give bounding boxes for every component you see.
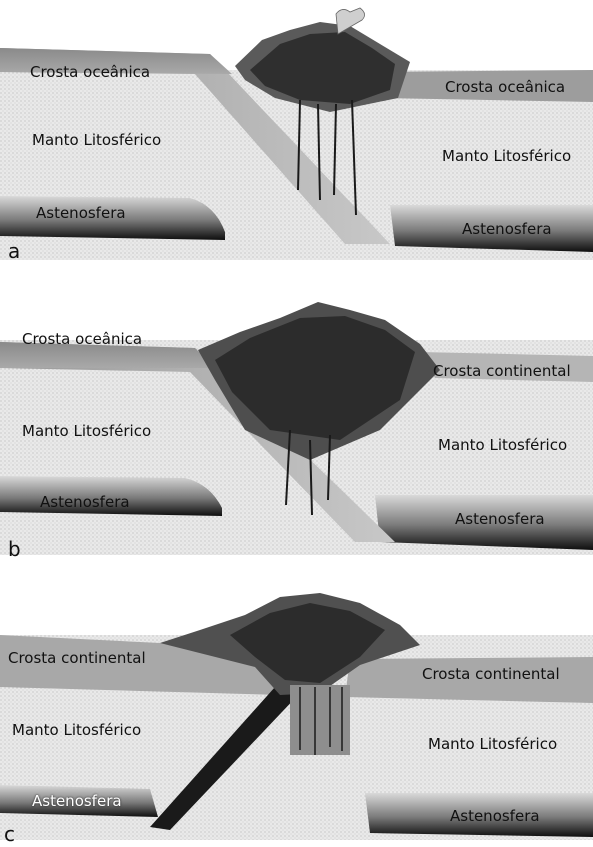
suture-zone — [290, 685, 350, 755]
label-right-crust: Crosta continental — [422, 665, 560, 683]
label-left-crust: Crosta oceânica — [22, 330, 142, 348]
label-left-mantle: Manto Litosférico — [32, 131, 161, 149]
label-left-asthenosphere: Astenosfera — [32, 792, 122, 810]
label-right-mantle: Manto Litosférico — [438, 436, 567, 454]
label-left-crust: Crosta continental — [8, 649, 146, 667]
panel-letter: b — [8, 538, 21, 560]
label-right-asthenosphere: Astenosfera — [450, 807, 540, 825]
label-left-asthenosphere: Astenosfera — [36, 204, 126, 222]
label-right-asthenosphere: Astenosfera — [462, 220, 552, 238]
panel-letter: a — [8, 240, 20, 262]
panel-b: Crosta oceânica Crosta continental Manto… — [0, 280, 593, 565]
panel-letter: c — [4, 823, 15, 845]
label-right-mantle: Manto Litosférico — [442, 147, 571, 165]
label-right-crust: Crosta oceânica — [445, 78, 565, 96]
panel-c: Crosta continental Crosta continental Ma… — [0, 575, 593, 847]
label-left-mantle: Manto Litosférico — [12, 721, 141, 739]
label-right-crust: Crosta continental — [433, 362, 571, 380]
label-left-mantle: Manto Litosférico — [22, 422, 151, 440]
label-right-asthenosphere: Astenosfera — [455, 510, 545, 528]
label-left-crust: Crosta oceânica — [30, 63, 150, 81]
label-left-asthenosphere: Astenosfera — [40, 493, 130, 511]
label-right-mantle: Manto Litosférico — [428, 735, 557, 753]
panel-a: Crosta oceânica Crosta oceânica Manto Li… — [0, 0, 593, 270]
